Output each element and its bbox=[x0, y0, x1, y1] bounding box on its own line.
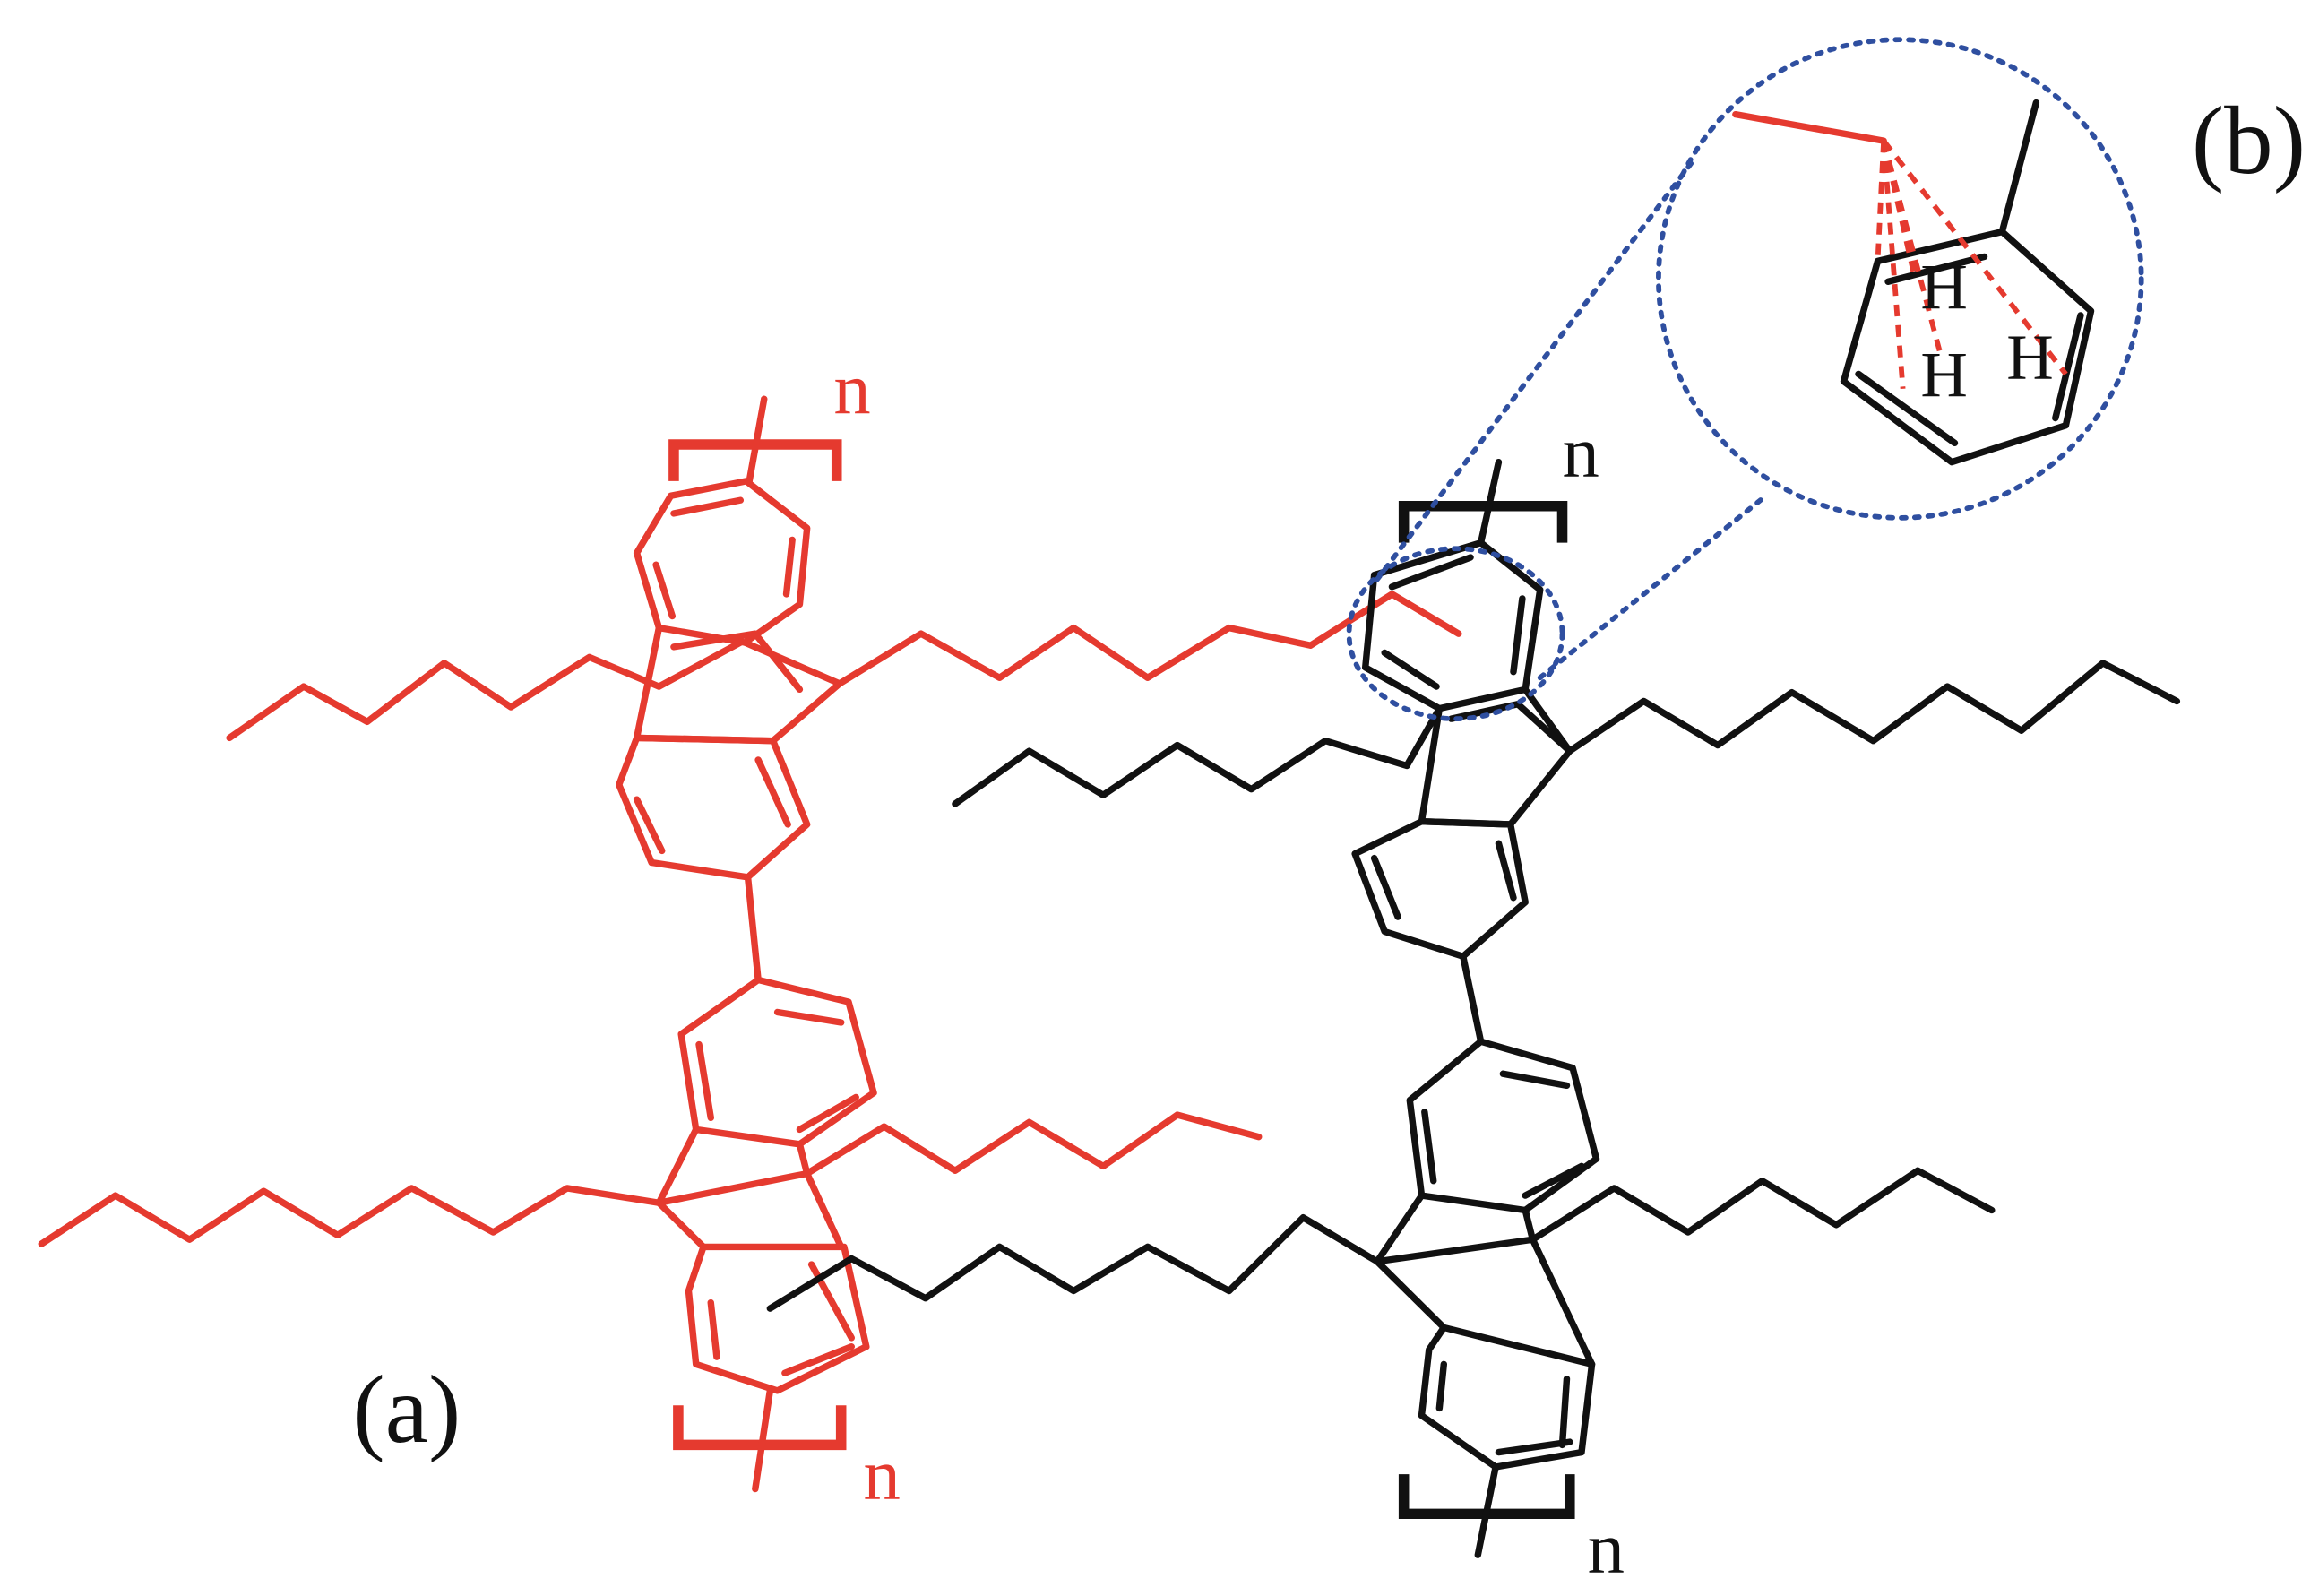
black-octyl-chain-right-top bbox=[1566, 660, 2181, 755]
ch-pi-interactions bbox=[1875, 139, 2068, 390]
red-biphenyl-bond bbox=[744, 874, 762, 984]
red-hexyl-chain-right-bottom bbox=[803, 1111, 1263, 1178]
zoom-source-ellipse bbox=[1346, 546, 1565, 721]
zoom-methyl-bond bbox=[1998, 99, 2040, 236]
zoom-connector-bottom bbox=[1537, 496, 1765, 681]
black-hexyl-chain-right-bottom bbox=[1529, 1167, 1996, 1243]
red-bond-to-zoom bbox=[1732, 110, 1887, 144]
zoom-callout bbox=[1346, 37, 2144, 721]
black-octyl-chain-left-bottom bbox=[766, 1213, 1381, 1312]
red-octyl-chain-left-bottom bbox=[38, 1185, 663, 1247]
zoom-connector-top bbox=[1375, 159, 1695, 582]
black-octyl-chain-left-top bbox=[952, 704, 1444, 807]
red-repeat-n-bottom: n bbox=[863, 1434, 900, 1515]
black-polymer-chain bbox=[766, 99, 2181, 1558]
red-octyl-chain-right-top bbox=[836, 591, 1462, 687]
panel-label-a: (a) bbox=[352, 1357, 461, 1463]
hydrogen-label-3: H bbox=[2006, 322, 2054, 393]
red-benzene-ring-4 bbox=[685, 1243, 870, 1394]
black-repeat-n-top: n bbox=[1563, 411, 1599, 493]
black-benzene-ring-3 bbox=[1406, 1038, 1600, 1214]
black-repeat-bracket-top bbox=[1398, 501, 1568, 543]
hydrogen-label-1: H bbox=[1920, 251, 1968, 323]
red-fluorene-bridge-bottom bbox=[655, 1126, 845, 1251]
red-polymer-chain bbox=[38, 110, 1887, 1493]
hydrogen-label-2: H bbox=[1920, 339, 1968, 410]
red-repeat-n-top: n bbox=[833, 349, 870, 430]
black-biphenyl-bond bbox=[1460, 953, 1485, 1045]
red-octyl-chain-left-top bbox=[226, 639, 745, 742]
panel-label-b: (b) bbox=[2192, 88, 2306, 194]
zoom-inset-circle bbox=[1656, 37, 2144, 521]
red-benzene-ring-1 bbox=[633, 478, 811, 646]
black-repeat-n-bottom: n bbox=[1588, 1507, 1625, 1589]
